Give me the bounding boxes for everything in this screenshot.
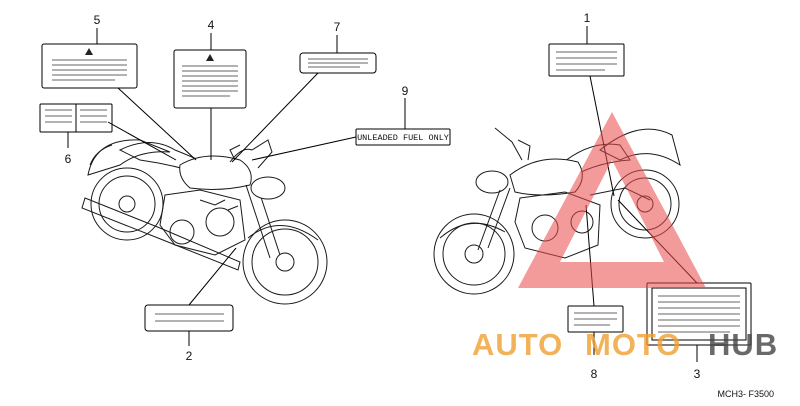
callout-2: 2 xyxy=(186,349,193,363)
fuel-label-text: UNLEADED FUEL ONLY xyxy=(357,133,449,143)
label-box-6 xyxy=(39,103,113,133)
label-box-8 xyxy=(567,305,624,333)
part-code: MCH3- F3500 xyxy=(717,389,774,399)
label-box-7 xyxy=(299,52,377,74)
callout-9: 9 xyxy=(402,84,409,98)
label-box-1 xyxy=(548,43,625,77)
callout-8: 8 xyxy=(591,367,598,381)
watermark-text-auto: AUTO xyxy=(472,327,563,362)
watermark-text-hub: HUB xyxy=(708,327,778,362)
leader-lines xyxy=(67,26,698,362)
label-box-9: UNLEADED FUEL ONLY xyxy=(355,128,451,146)
callout-7: 7 xyxy=(334,20,341,34)
callout-1: 1 xyxy=(584,11,591,25)
callout-5: 5 xyxy=(94,13,101,27)
label-box-4 xyxy=(173,49,247,109)
callout-4: 4 xyxy=(208,18,215,32)
watermark-text-moto: MOTO xyxy=(585,327,681,362)
label-box-2 xyxy=(144,304,234,332)
callout-6: 6 xyxy=(65,152,72,166)
motorcycle-left-view xyxy=(81,139,328,305)
callout-3: 3 xyxy=(694,367,701,381)
watermark-triangle-icon xyxy=(518,112,706,288)
watermark-logo: AUTO MOTO HUB xyxy=(472,112,778,362)
label-box-5 xyxy=(41,43,138,89)
